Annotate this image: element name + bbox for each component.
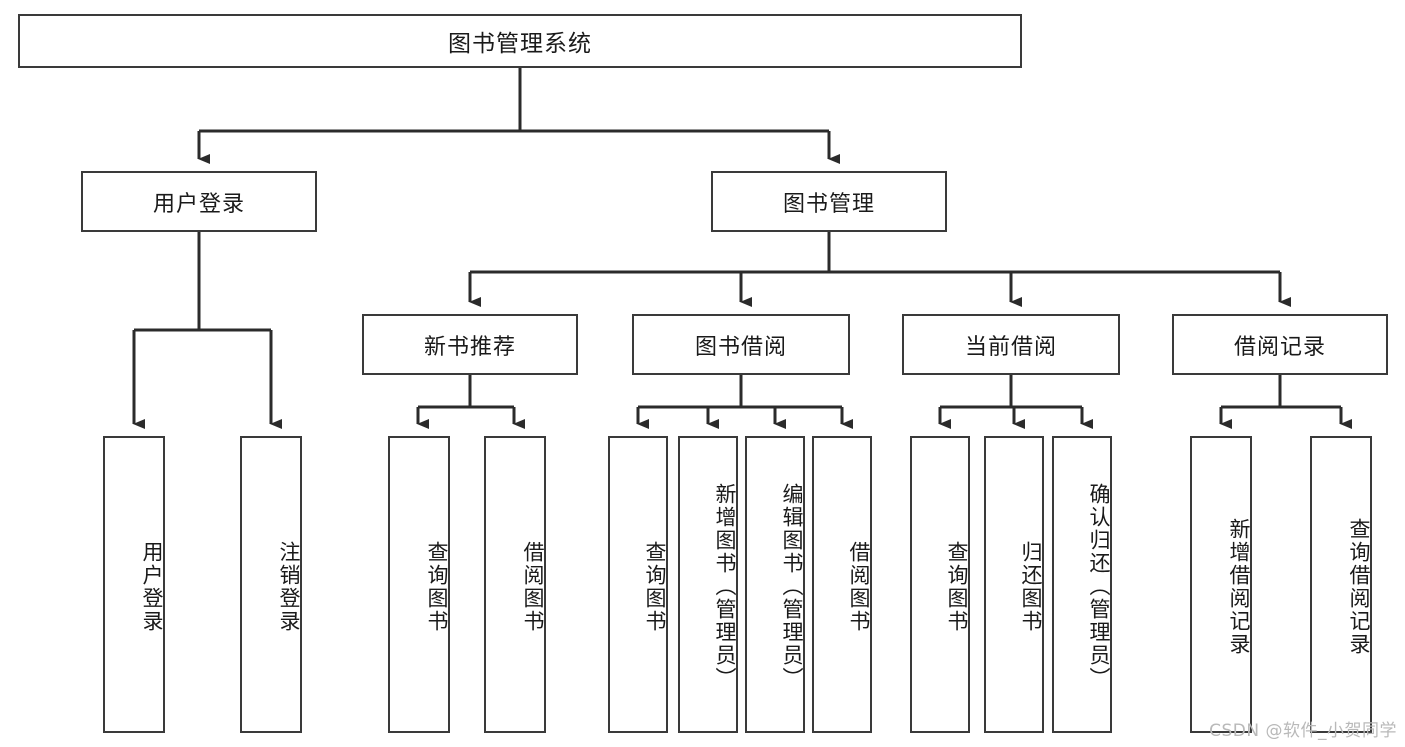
node-borrow-record-label: 借阅记录 bbox=[1233, 334, 1326, 360]
node-leaf-return-book[interactable]: 归还图书 bbox=[984, 436, 1044, 733]
node-leaf-edit-book-admin-label: 编辑图书（管理员） bbox=[780, 483, 804, 690]
node-current-borrow-label: 当前借阅 bbox=[964, 334, 1057, 360]
node-leaf-query-book-borrow[interactable]: 查询图书 bbox=[608, 436, 668, 733]
node-root-label: 图书管理系统 bbox=[448, 31, 592, 57]
node-new-book-recommend[interactable]: 新书推荐 bbox=[362, 314, 578, 375]
node-leaf-borrow-book-rec[interactable]: 借阅图书 bbox=[484, 436, 546, 733]
node-book-manage[interactable]: 图书管理 bbox=[711, 171, 947, 232]
node-leaf-confirm-return-admin-label: 确认归还（管理员） bbox=[1087, 483, 1111, 690]
node-leaf-user-login[interactable]: 用户登录 bbox=[103, 436, 165, 733]
node-leaf-logout-label: 注销登录 bbox=[277, 540, 301, 633]
node-leaf-query-book-current[interactable]: 查询图书 bbox=[910, 436, 970, 733]
node-leaf-add-book-admin-label: 新增图书（管理员） bbox=[713, 483, 737, 690]
node-leaf-query-book-borrow-label: 查询图书 bbox=[643, 540, 667, 633]
node-leaf-add-borrow-record[interactable]: 新增借阅记录 bbox=[1190, 436, 1252, 733]
node-leaf-add-borrow-record-label: 新增借阅记录 bbox=[1227, 517, 1251, 656]
node-book-manage-label: 图书管理 bbox=[782, 191, 875, 217]
node-book-borrow-label: 图书借阅 bbox=[694, 334, 787, 360]
node-leaf-user-login-label: 用户登录 bbox=[140, 540, 164, 633]
node-leaf-query-book-rec-label: 查询图书 bbox=[425, 540, 449, 633]
node-leaf-edit-book-admin[interactable]: 编辑图书（管理员） bbox=[745, 436, 805, 733]
node-leaf-query-book-current-label: 查询图书 bbox=[945, 540, 969, 633]
node-current-borrow[interactable]: 当前借阅 bbox=[902, 314, 1120, 375]
node-user-login-label: 用户登录 bbox=[152, 191, 245, 217]
node-leaf-borrow-book[interactable]: 借阅图书 bbox=[812, 436, 872, 733]
node-leaf-borrow-book-rec-label: 借阅图书 bbox=[521, 540, 545, 633]
node-leaf-return-book-label: 归还图书 bbox=[1019, 540, 1043, 633]
node-leaf-confirm-return-admin[interactable]: 确认归还（管理员） bbox=[1052, 436, 1112, 733]
node-leaf-query-book-rec[interactable]: 查询图书 bbox=[388, 436, 450, 733]
node-root[interactable]: 图书管理系统 bbox=[18, 14, 1022, 68]
node-leaf-query-borrow-record-label: 查询借阅记录 bbox=[1347, 517, 1371, 656]
node-new-book-recommend-label: 新书推荐 bbox=[423, 334, 516, 360]
node-leaf-logout[interactable]: 注销登录 bbox=[240, 436, 302, 733]
node-borrow-record[interactable]: 借阅记录 bbox=[1172, 314, 1388, 375]
watermark: CSDN @软件_小贺同学 bbox=[1209, 721, 1397, 741]
node-leaf-query-borrow-record[interactable]: 查询借阅记录 bbox=[1310, 436, 1372, 733]
node-book-borrow[interactable]: 图书借阅 bbox=[632, 314, 850, 375]
node-user-login[interactable]: 用户登录 bbox=[81, 171, 317, 232]
node-leaf-add-book-admin[interactable]: 新增图书（管理员） bbox=[678, 436, 738, 733]
node-leaf-borrow-book-label: 借阅图书 bbox=[847, 540, 871, 633]
